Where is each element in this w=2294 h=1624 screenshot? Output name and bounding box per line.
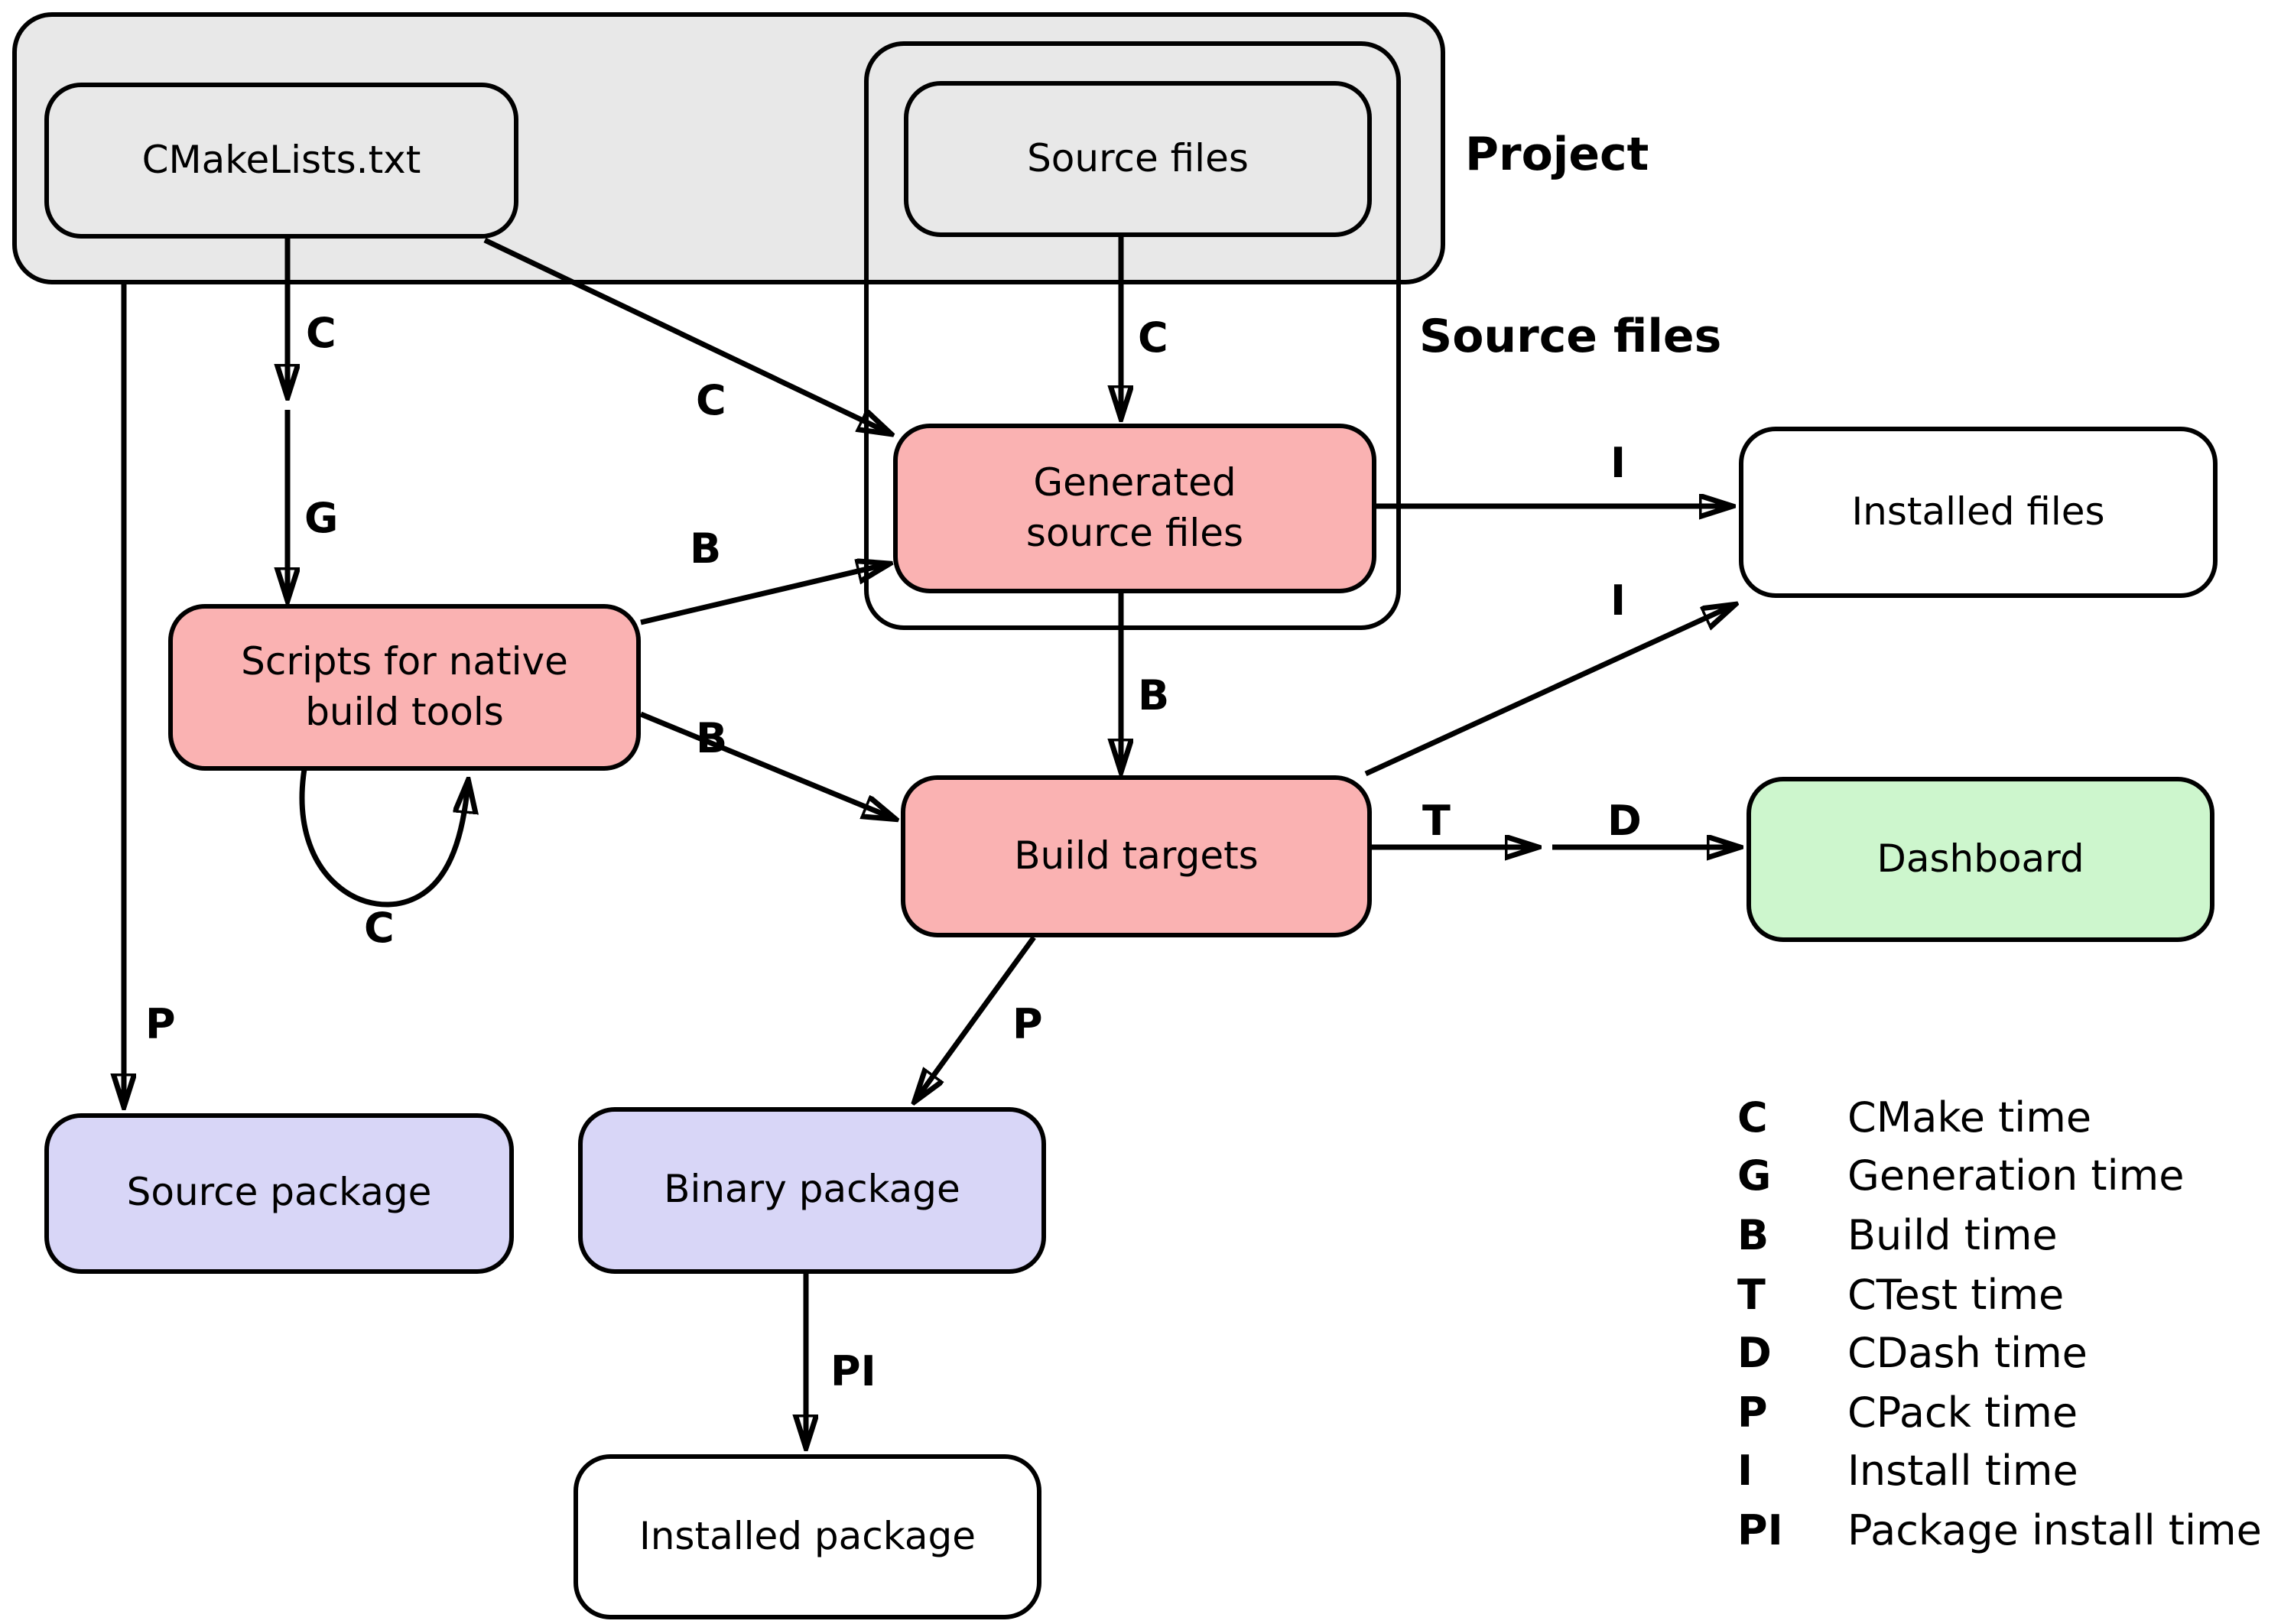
edge-label-i-generated: I bbox=[1610, 440, 1626, 488]
legend-row: T CTest time bbox=[1737, 1266, 2262, 1325]
node-build-targets-label: Build targets bbox=[1014, 833, 1259, 878]
edge-label-d-dash: D bbox=[1607, 798, 1642, 846]
legend-key: D bbox=[1737, 1330, 1772, 1379]
node-build-targets: Build targets bbox=[901, 775, 1372, 937]
edge-label-g-generate: G bbox=[304, 495, 339, 543]
legend-label: Generation time bbox=[1847, 1153, 2185, 1201]
legend-key: T bbox=[1737, 1272, 1766, 1320]
node-dashboard-label: Dashboard bbox=[1876, 836, 2084, 881]
node-generated-line1: Generated bbox=[1033, 460, 1236, 505]
edge-label-c-sources: C bbox=[1138, 315, 1168, 362]
legend-row: B Build time bbox=[1737, 1207, 2262, 1265]
legend-label: CDash time bbox=[1847, 1330, 2088, 1379]
project-group-title: Project bbox=[1465, 128, 1649, 182]
source-files-group-title: Source files bbox=[1419, 310, 1722, 364]
node-binary-package: Binary package bbox=[578, 1107, 1046, 1274]
legend: C CMake time G Generation time B Build t… bbox=[1737, 1089, 2262, 1561]
edge-label-c-loop: C bbox=[364, 905, 395, 953]
legend-key: G bbox=[1737, 1153, 1772, 1201]
node-source-package-label: Source package bbox=[126, 1170, 432, 1215]
legend-key: C bbox=[1737, 1094, 1768, 1142]
legend-row: PI Package install time bbox=[1737, 1502, 2262, 1561]
legend-key: P bbox=[1737, 1389, 1768, 1437]
node-generated-source-files: Generated source files bbox=[893, 424, 1376, 593]
legend-label: Package install time bbox=[1847, 1507, 2262, 1555]
edge-scripts-self-loop bbox=[299, 768, 468, 908]
legend-key: I bbox=[1737, 1448, 1753, 1496]
edge-scripts-to-generated bbox=[640, 564, 887, 625]
legend-label: Install time bbox=[1847, 1448, 2078, 1496]
edge-cpack-to-binary-package bbox=[916, 935, 1036, 1099]
legend-row: P CPack time bbox=[1737, 1384, 2262, 1443]
edge-label-b-scripts-targets: B bbox=[696, 716, 728, 763]
edge-label-t-test: T bbox=[1422, 798, 1451, 846]
edge-scripts-to-targets bbox=[639, 711, 893, 818]
node-cmakelists-label: CMakeLists.txt bbox=[141, 137, 421, 182]
legend-row: G Generation time bbox=[1737, 1148, 2262, 1207]
edge-cmakelists-to-generated bbox=[483, 237, 889, 433]
node-dashboard: Dashboard bbox=[1746, 777, 2214, 942]
node-cmakelists: CMakeLists.txt bbox=[44, 83, 518, 239]
node-binary-package-label: Binary package bbox=[664, 1167, 960, 1212]
edge-label-c-configure: C bbox=[306, 310, 336, 358]
legend-row: C CMake time bbox=[1737, 1089, 2262, 1148]
node-installed-files-label: Installed files bbox=[1851, 489, 2105, 534]
node-scripts-line1: Scripts for native bbox=[241, 639, 568, 684]
node-installed-files: Installed files bbox=[1739, 427, 2218, 598]
legend-label: CPack time bbox=[1847, 1389, 2078, 1437]
legend-key: B bbox=[1737, 1212, 1769, 1260]
legend-row: I Install time bbox=[1737, 1443, 2262, 1502]
node-scripts-native-build-tools: Scripts for native build tools bbox=[168, 604, 641, 771]
edge-label-b-generated-targets: B bbox=[1138, 673, 1170, 720]
node-source-files: Source files bbox=[904, 81, 1372, 237]
edge-label-pi: PI bbox=[830, 1349, 876, 1396]
node-generated-line2: source files bbox=[1025, 510, 1244, 554]
edge-label-b-scripts-generated: B bbox=[690, 526, 722, 573]
legend-key: PI bbox=[1737, 1507, 1783, 1555]
edge-label-c-diagonal: C bbox=[696, 378, 726, 425]
legend-label: CMake time bbox=[1847, 1094, 2092, 1142]
legend-label: CTest time bbox=[1847, 1272, 2065, 1320]
node-source-package: Source package bbox=[44, 1113, 514, 1274]
edge-targets-to-installed bbox=[1364, 606, 1733, 777]
node-installed-package-label: Installed package bbox=[639, 1513, 976, 1558]
edge-label-p-binary: P bbox=[1012, 1002, 1043, 1049]
node-installed-package: Installed package bbox=[574, 1454, 1041, 1619]
node-source-files-label: Source files bbox=[1027, 135, 1249, 180]
source-files-group-container bbox=[864, 41, 1401, 630]
legend-label: Build time bbox=[1847, 1212, 2058, 1260]
edge-label-i-targets: I bbox=[1610, 578, 1626, 625]
legend-row: D CDash time bbox=[1737, 1325, 2262, 1384]
edge-label-p-source: P bbox=[145, 1002, 176, 1049]
node-scripts-line2: build tools bbox=[305, 689, 504, 733]
